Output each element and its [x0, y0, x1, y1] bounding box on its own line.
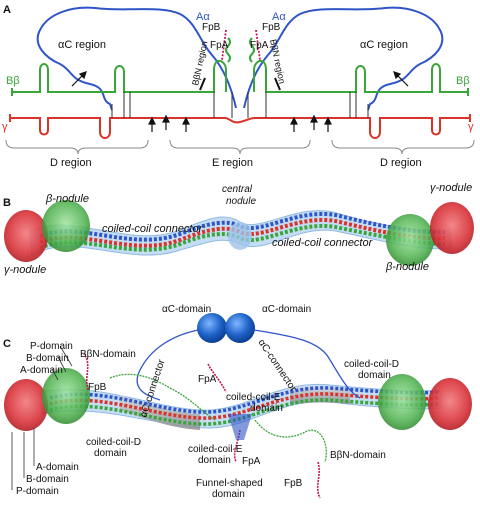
panel-b-letter: B — [3, 197, 11, 209]
cleavage-mark-right — [274, 77, 281, 91]
c-gamma-nodule-left — [4, 379, 48, 431]
a-domain-top-label: A-domain — [20, 365, 63, 376]
gamma-nodule-left-label: γ-nodule — [4, 264, 46, 276]
arrows-a — [71, 71, 409, 132]
cleavage-mark-left — [199, 77, 206, 91]
cc-e-top-label-1: coiled-coil-E — [226, 392, 281, 403]
p-domain-top-label: P-domain — [30, 341, 73, 352]
left-domain-pointers — [11, 345, 73, 490]
d-region-right-brace — [331, 139, 475, 155]
panel-c-letter: C — [3, 338, 11, 350]
fpa-left-segment — [221, 29, 227, 61]
coil-c-gamma — [49, 392, 439, 420]
fpa-right-segment — [255, 29, 261, 61]
disulfide-bonds — [111, 92, 369, 118]
d-region-left-brace — [5, 139, 149, 155]
bbn-coil-left — [225, 37, 231, 63]
funnel-domain-label-1: Funnel-shaped — [196, 478, 263, 489]
d-region-right-label: D region — [380, 157, 422, 169]
panel-b: B β-nodule central nodule γ-nodule coile… — [3, 182, 474, 276]
fpb-right-label: FpB — [262, 22, 281, 33]
bbn-domain-bottom-label: BβN-domain — [330, 450, 386, 461]
panel-a: A — [2, 4, 475, 169]
coil-c-alpha — [49, 386, 439, 414]
fpb-top-strand — [83, 353, 89, 391]
funnel-domain-label-2: domain — [212, 489, 245, 500]
cc-d-right-label-2: domain — [358, 370, 391, 381]
d-region-left-label: D region — [50, 157, 92, 169]
fpb-bottom-label: FpB — [284, 478, 303, 489]
alpha-chain-left — [36, 6, 237, 111]
beta-nodule-left-label: β-nodule — [45, 193, 89, 205]
ac-region-right-label: αC region — [360, 39, 408, 51]
bb-right-label: Bβ — [456, 75, 470, 87]
gamma-chain — [9, 114, 471, 139]
alpha-chain-right — [243, 6, 444, 111]
b-domain-top-label: B-domain — [26, 353, 69, 364]
fpa-right-label: FpA — [250, 40, 269, 51]
c-gamma-nodule-right — [428, 378, 472, 430]
beta-chain — [11, 60, 469, 96]
p-domain-bottom-label: P-domain — [16, 486, 59, 497]
ac-connector-right-line — [253, 329, 361, 399]
gamma-left-label: γ — [2, 121, 8, 133]
cc-e-bottom-label-2: domain — [198, 455, 231, 466]
fpa-top-label: FpA — [198, 374, 217, 385]
e-region-label: E region — [212, 157, 253, 169]
funnel-domain-shape — [228, 414, 252, 440]
fpb-left-label: FpB — [202, 22, 221, 33]
cc-d-left-label-1: coiled-coil-D — [86, 437, 141, 448]
coil-c-beta — [49, 398, 439, 426]
c-beta-nodule-left — [42, 368, 90, 424]
central-nodule-shape — [228, 222, 252, 250]
fpb-top-label: FpB — [88, 382, 107, 393]
ac-connector-left-line — [136, 329, 199, 401]
gamma-right-label: γ — [468, 121, 474, 133]
ac-connector-right-label: αC-connector — [256, 338, 299, 395]
bbn-left-label: BβN region — [190, 40, 209, 86]
fpa-top-strand — [207, 363, 227, 393]
cc-d-right-label-1: coiled-coil-D — [344, 359, 399, 370]
central-nodule-label-2: nodule — [226, 196, 256, 207]
bbn-domain-top-label: BβN-domain — [80, 349, 136, 360]
coiled-right-label: coiled-coil connector — [272, 237, 374, 249]
ac-domain-left-label: αC-domain — [162, 304, 211, 315]
fpa-left-label: FpA — [210, 40, 229, 51]
bbn-strand-top — [109, 373, 216, 421]
panel-c: C — [3, 304, 472, 500]
cc-d-left-label-2: domain — [94, 448, 127, 459]
central-nodule-label-1: central — [222, 184, 253, 195]
bb-left-label: Bβ — [6, 75, 20, 87]
gamma-nodule-left-shape — [4, 210, 48, 262]
gamma-nodule-right-label: γ-nodule — [430, 182, 472, 194]
b-domain-bottom-label: B-domain — [26, 474, 69, 485]
panel-a-letter: A — [3, 4, 11, 16]
e-region-brace — [169, 139, 311, 155]
c-beta-nodule-right — [378, 374, 426, 430]
fpa-bottom-label: FpA — [242, 456, 261, 467]
alpha-left-label: Aα — [196, 11, 210, 23]
cc-e-bottom-label-1: coiled-coil-E — [188, 444, 243, 455]
beta-nodule-right-shape — [386, 214, 434, 266]
a-domain-bottom-label: A-domain — [36, 462, 79, 473]
ac-region-left-label: αC region — [58, 39, 106, 51]
bbn-right-label: BβN region — [268, 38, 287, 84]
beta-nodule-right-label: β-nodule — [385, 261, 429, 273]
ac-domain-right-label: αC-domain — [262, 304, 311, 315]
gamma-nodule-right-shape — [430, 202, 474, 254]
bbn-coil-right — [249, 37, 255, 63]
fpb-bottom-strand — [316, 461, 321, 499]
beta-nodule-left-shape — [42, 200, 90, 252]
cc-e-top-label-2: domain — [250, 403, 283, 414]
ac-domain-left-sphere — [197, 313, 227, 343]
bbn-strand-bottom — [254, 419, 327, 463]
coiled-left-label: coiled-coil connector — [102, 223, 204, 235]
alpha-right-label: Aα — [272, 11, 286, 23]
ac-domain-right-sphere — [225, 313, 255, 343]
